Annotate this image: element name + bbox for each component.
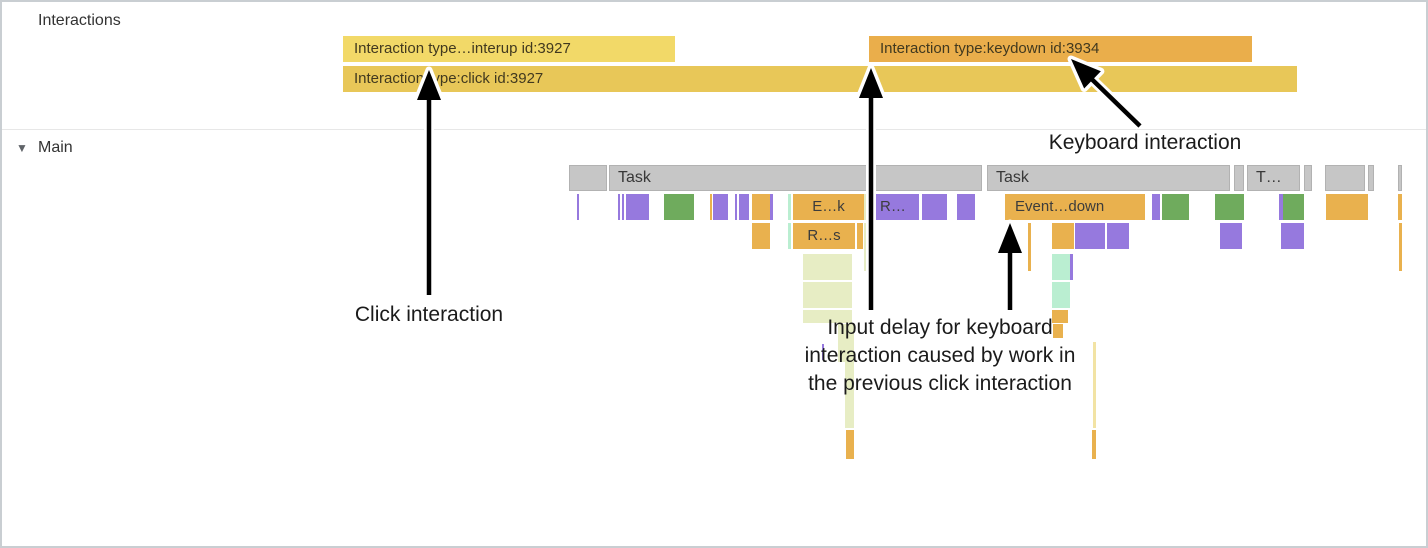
flame-segment[interactable] (713, 194, 728, 220)
flame-segment[interactable] (1162, 194, 1189, 220)
flame-segment[interactable] (1107, 223, 1129, 249)
flame-segment[interactable] (957, 194, 975, 220)
flame-segment[interactable] (1215, 194, 1244, 220)
flame-segment[interactable] (922, 194, 947, 220)
annotation-keyboard-interaction: Keyboard interaction (1048, 131, 1242, 154)
flame-segment[interactable] (1283, 194, 1304, 220)
flame-segment[interactable] (1279, 194, 1283, 220)
annotation-input-delay: Input delay for keyboard interaction cau… (804, 316, 1076, 395)
flame-event-bar[interactable]: Event…down (1005, 194, 1145, 220)
interaction-pointerup[interactable]: Interaction type…interup id:3927 (343, 36, 675, 62)
flame-segment[interactable] (788, 223, 791, 249)
flame-segment[interactable] (1052, 254, 1070, 280)
flame-event-bar[interactable]: R…s (793, 223, 855, 249)
flame-segment[interactable] (803, 310, 852, 323)
interaction-keydown[interactable]: Interaction type:keydown id:3934 (869, 36, 1252, 62)
task-bar[interactable]: T… (1247, 165, 1300, 191)
flame-segment[interactable] (626, 194, 649, 220)
flame-segment[interactable] (1052, 310, 1068, 323)
flame-segment[interactable] (845, 362, 854, 428)
flame-segment[interactable] (1398, 194, 1402, 220)
flame-segment[interactable] (1052, 282, 1070, 308)
track-divider (2, 129, 1426, 130)
main-track-label: Main (38, 139, 73, 156)
flame-segment[interactable] (803, 282, 852, 308)
flame-segment[interactable] (664, 194, 694, 220)
task-bar-fragment[interactable] (1398, 165, 1402, 191)
flame-segment[interactable] (1399, 223, 1402, 271)
flame-segment[interactable] (1053, 324, 1063, 338)
flame-segment[interactable] (1152, 194, 1160, 220)
task-bar-fragment[interactable] (1368, 165, 1374, 191)
flame-segment[interactable] (735, 194, 737, 220)
flame-segment[interactable] (1075, 223, 1105, 249)
flame-segment[interactable] (1093, 342, 1096, 428)
flame-segment[interactable] (1052, 223, 1074, 249)
flame-segment[interactable] (846, 430, 854, 459)
flame-segment[interactable] (1070, 254, 1073, 280)
flame-event-bar[interactable]: R… (876, 194, 919, 220)
flame-segment[interactable] (838, 324, 854, 362)
flame-segment[interactable] (1326, 194, 1368, 220)
flame-segment[interactable] (822, 344, 824, 360)
flame-segment[interactable] (770, 194, 773, 220)
flame-segment[interactable] (710, 194, 712, 220)
flame-segment[interactable] (752, 223, 770, 249)
flame-segment[interactable] (1028, 223, 1031, 271)
flame-event-bar[interactable]: E…k (793, 194, 864, 220)
flame-segment[interactable] (1092, 430, 1096, 459)
task-bar-fragment[interactable] (1234, 165, 1244, 191)
flame-segment[interactable] (1220, 223, 1242, 249)
flame-segment[interactable] (864, 194, 868, 220)
interactions-track-label: Interactions (38, 12, 121, 29)
annotation-click-interaction: Click interaction (354, 303, 504, 326)
task-bar-fragment[interactable] (569, 165, 607, 191)
flame-segment[interactable] (739, 194, 749, 220)
chevron-down-icon[interactable]: ▼ (16, 141, 28, 155)
task-bar-fragment[interactable] (1325, 165, 1365, 191)
interaction-click[interactable]: Interaction type:click id:3927 (343, 66, 1297, 92)
task-bar-fragment[interactable] (1304, 165, 1312, 191)
task-bar[interactable]: Task (609, 165, 982, 191)
flame-segment[interactable] (803, 254, 852, 280)
flame-segment[interactable] (618, 194, 620, 220)
flame-segment[interactable] (752, 194, 770, 220)
arrow-input-delay-keydown-event (998, 223, 1022, 253)
flame-segment[interactable] (1281, 223, 1304, 249)
task-bar[interactable]: Task (987, 165, 1230, 191)
flame-segment[interactable] (788, 194, 791, 220)
flame-segment[interactable] (577, 194, 579, 220)
flame-segment[interactable] (857, 223, 863, 249)
flame-segment[interactable] (622, 194, 624, 220)
flame-segment[interactable] (864, 223, 868, 271)
